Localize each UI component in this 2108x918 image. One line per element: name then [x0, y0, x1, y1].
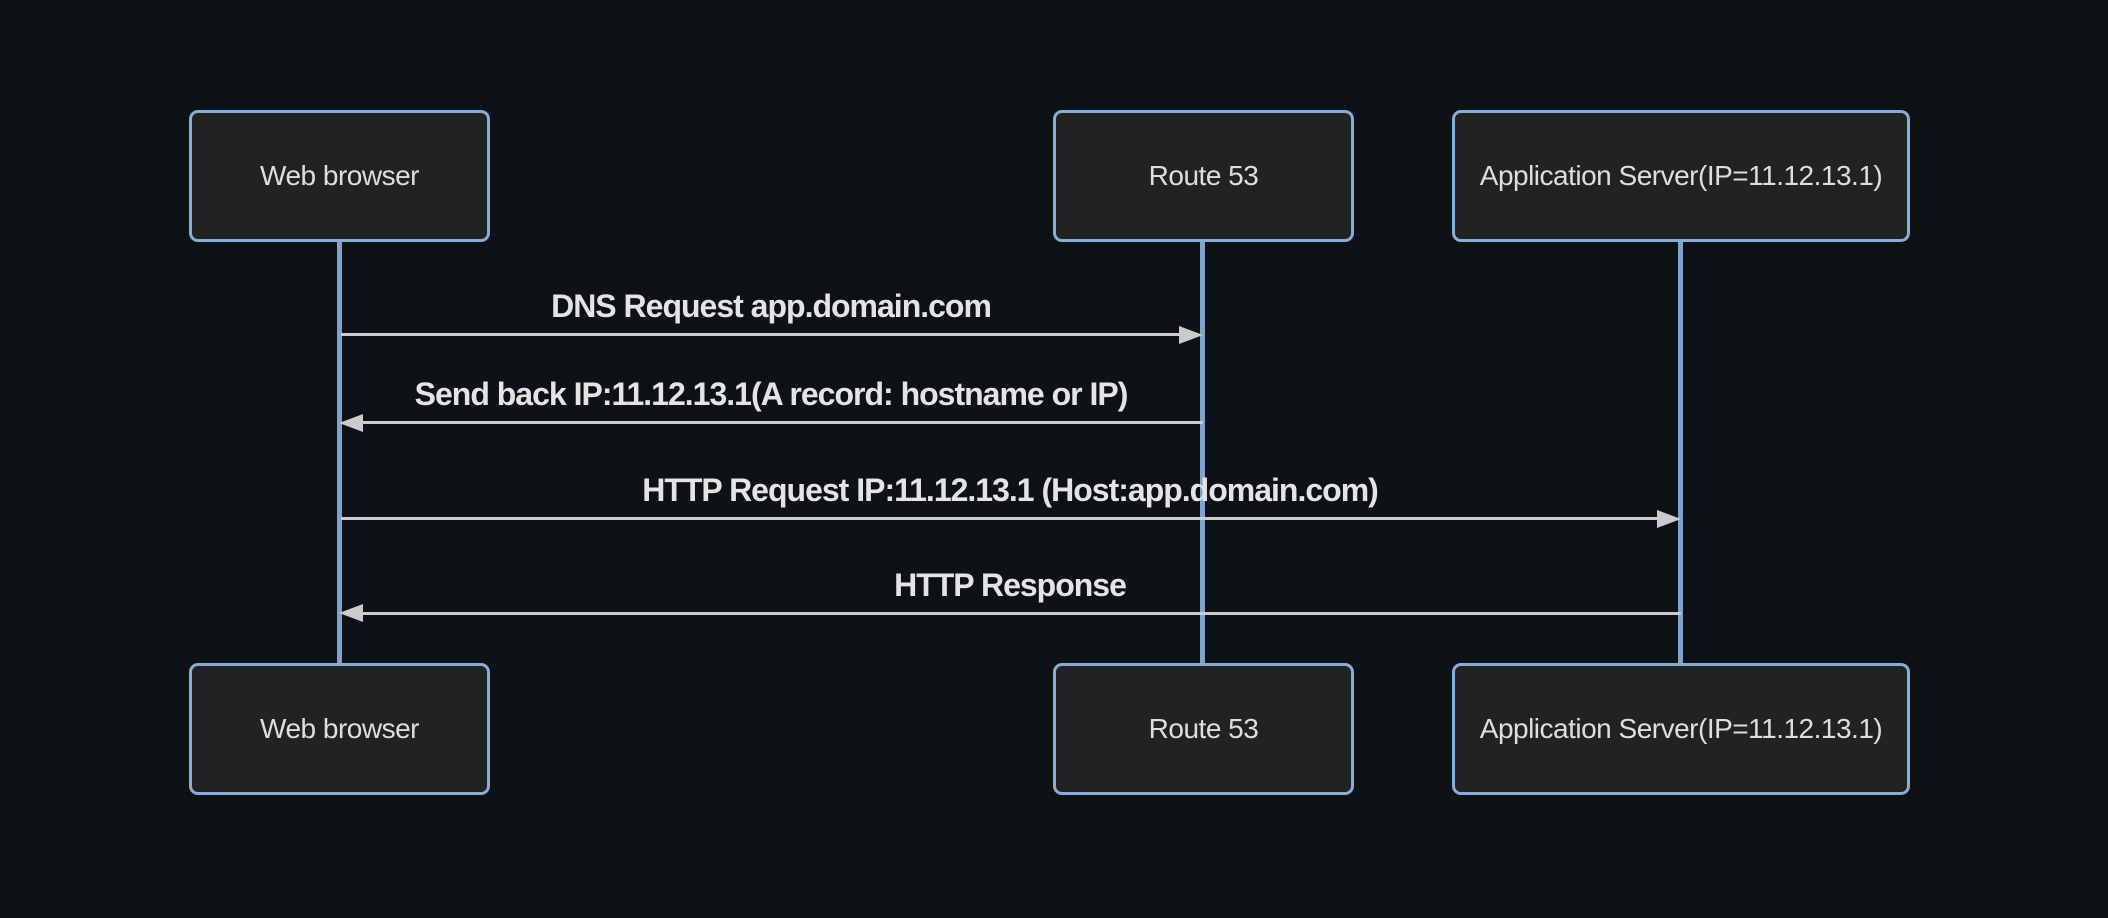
message-label-send-back-ip: Send back IP:11.12.13.1(A record: hostna… — [414, 376, 1129, 412]
actor-box-web-browser-top: Web browser — [189, 110, 490, 242]
message-label-http-request: HTTP Request IP:11.12.13.1 (Host:app.dom… — [642, 472, 1379, 508]
message-line-http-request — [341, 517, 1660, 520]
arrowhead-right-icon — [1657, 510, 1681, 528]
actor-box-route-53-bottom: Route 53 — [1053, 663, 1354, 795]
actor-box-app-server-top: Application Server(IP=11.12.13.1) — [1452, 110, 1910, 242]
actor-label-route-53-bottom: Route 53 — [1148, 713, 1259, 744]
actor-label-web-browser-top: Web browser — [260, 160, 419, 191]
actor-box-app-server-bottom: Application Server(IP=11.12.13.1) — [1452, 663, 1910, 795]
actor-box-web-browser-bottom: Web browser — [189, 663, 490, 795]
arrowhead-left-icon — [339, 414, 363, 432]
actor-label-app-server-top: Application Server(IP=11.12.13.1) — [1479, 160, 1883, 191]
actor-label-web-browser-bottom: Web browser — [260, 713, 419, 744]
message-line-dns-request — [341, 333, 1183, 336]
lifeline-web-browser — [337, 242, 342, 663]
lifeline-route-53 — [1200, 242, 1205, 663]
message-label-http-response: HTTP Response — [894, 567, 1127, 603]
arrowhead-left-icon — [339, 604, 363, 622]
message-label-dns-request: DNS Request app.domain.com — [551, 288, 992, 324]
message-line-send-back-ip — [363, 421, 1203, 424]
message-line-http-response — [363, 612, 1681, 615]
actor-label-app-server-bottom: Application Server(IP=11.12.13.1) — [1479, 713, 1883, 744]
actor-label-route-53-top: Route 53 — [1148, 160, 1259, 191]
actor-box-route-53-top: Route 53 — [1053, 110, 1354, 242]
arrowhead-right-icon — [1179, 326, 1203, 344]
lifeline-app-server — [1678, 242, 1683, 663]
